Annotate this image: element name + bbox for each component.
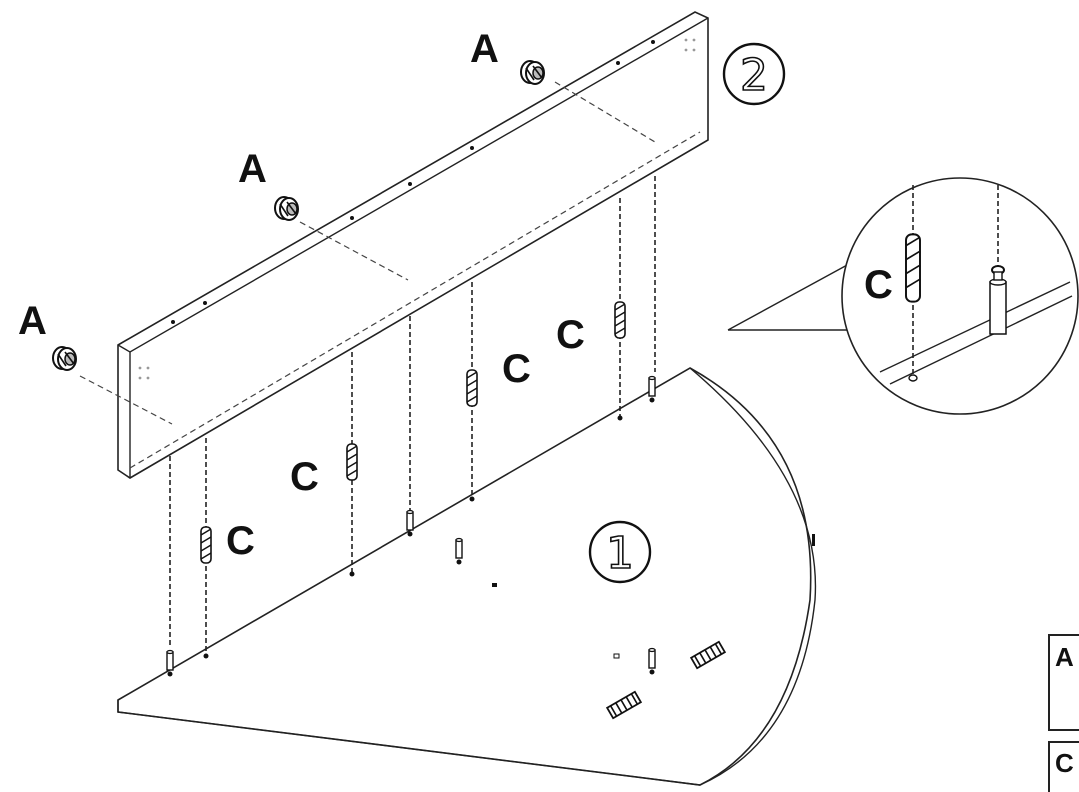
- svg-text:1: 1: [606, 528, 634, 579]
- hinge-parts: [605, 534, 815, 720]
- label-c-1: C: [226, 519, 255, 563]
- parts-key-c: C: [1055, 748, 1074, 778]
- label-a-left: A: [18, 299, 47, 343]
- side-panel: [117, 11, 709, 479]
- label-c-2: C: [290, 455, 319, 499]
- parts-key: A C: [1048, 634, 1079, 792]
- base-panel: [117, 367, 817, 786]
- cam-bolt-pins: [166, 375, 656, 678]
- label-a-top: A: [470, 27, 499, 71]
- svg-text:2: 2: [740, 50, 768, 101]
- label-c-detail: C: [864, 263, 893, 307]
- label-c-3: C: [502, 347, 531, 391]
- label-c-4: C: [556, 313, 585, 357]
- step-1-marker: 1: [588, 520, 652, 584]
- label-a-middle: A: [238, 147, 267, 191]
- step-2-marker: 2: [722, 42, 786, 106]
- parts-key-a: A: [1055, 642, 1074, 672]
- detail-magnifier: [727, 177, 1079, 415]
